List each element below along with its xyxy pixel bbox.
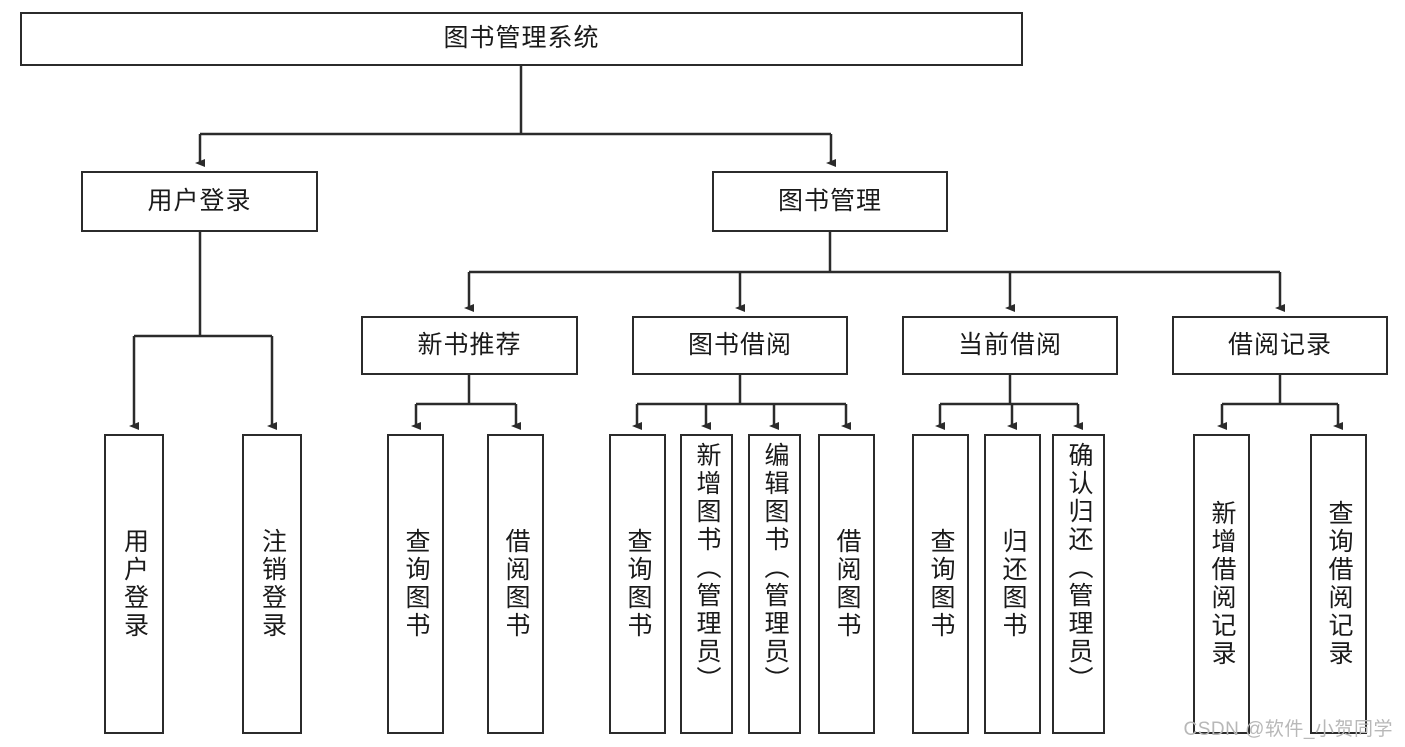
node-leaf-return-book-label: 归还图书 <box>999 528 1027 640</box>
node-leaf-query-book-1-label: 查询图书 <box>402 528 430 640</box>
node-leaf-borrow-book-2[interactable]: 借阅图书 <box>818 434 875 734</box>
node-book-manage-label: 图书管理 <box>777 186 882 215</box>
node-new-book-rec[interactable]: 新书推荐 <box>361 316 578 375</box>
node-leaf-query-book-1[interactable]: 查询图书 <box>387 434 444 734</box>
node-current-borrow-label: 当前借阅 <box>957 330 1062 359</box>
node-leaf-borrow-book-2-label: 借阅图书 <box>833 528 861 640</box>
node-leaf-add-record[interactable]: 新增借阅记录 <box>1193 434 1250 734</box>
node-leaf-borrow-book-1-label: 借阅图书 <box>502 528 530 640</box>
node-book-manage[interactable]: 图书管理 <box>712 171 948 232</box>
node-new-book-rec-label: 新书推荐 <box>417 330 522 359</box>
node-leaf-logout[interactable]: 注销登录 <box>242 434 302 734</box>
node-current-borrow[interactable]: 当前借阅 <box>902 316 1118 375</box>
node-leaf-add-book-label: 新增图书（管理员） <box>693 442 721 694</box>
node-user-login-label: 用户登录 <box>147 186 252 215</box>
node-borrow-record[interactable]: 借阅记录 <box>1172 316 1388 375</box>
node-leaf-user-login[interactable]: 用户登录 <box>104 434 164 734</box>
node-leaf-logout-label: 注销登录 <box>258 528 287 640</box>
node-leaf-confirm-return-label: 确认归还（管理员） <box>1065 442 1093 694</box>
node-leaf-user-login-label: 用户登录 <box>120 528 149 640</box>
node-book-borrow[interactable]: 图书借阅 <box>632 316 848 375</box>
node-leaf-edit-book-label: 编辑图书（管理员） <box>761 442 789 694</box>
node-leaf-edit-book[interactable]: 编辑图书（管理员） <box>748 434 801 734</box>
node-leaf-return-book[interactable]: 归还图书 <box>984 434 1041 734</box>
node-leaf-borrow-book-1[interactable]: 借阅图书 <box>487 434 544 734</box>
node-leaf-add-book[interactable]: 新增图书（管理员） <box>680 434 733 734</box>
node-borrow-record-label: 借阅记录 <box>1227 330 1332 359</box>
node-user-login[interactable]: 用户登录 <box>81 171 318 232</box>
node-leaf-query-book-3[interactable]: 查询图书 <box>912 434 969 734</box>
node-leaf-query-book-2-label: 查询图书 <box>624 528 652 640</box>
node-root-label: 图书管理系统 <box>443 24 600 53</box>
node-leaf-query-record-label: 查询借阅记录 <box>1325 500 1353 668</box>
watermark: CSDN @软件_小贺同学 <box>1183 719 1393 740</box>
node-leaf-query-book-3-label: 查询图书 <box>927 528 955 640</box>
node-leaf-query-record[interactable]: 查询借阅记录 <box>1310 434 1367 734</box>
node-leaf-query-book-2[interactable]: 查询图书 <box>609 434 666 734</box>
node-root[interactable]: 图书管理系统 <box>20 12 1023 66</box>
node-book-borrow-label: 图书借阅 <box>687 330 792 359</box>
node-leaf-add-record-label: 新增借阅记录 <box>1208 500 1236 668</box>
node-leaf-confirm-return[interactable]: 确认归还（管理员） <box>1052 434 1105 734</box>
